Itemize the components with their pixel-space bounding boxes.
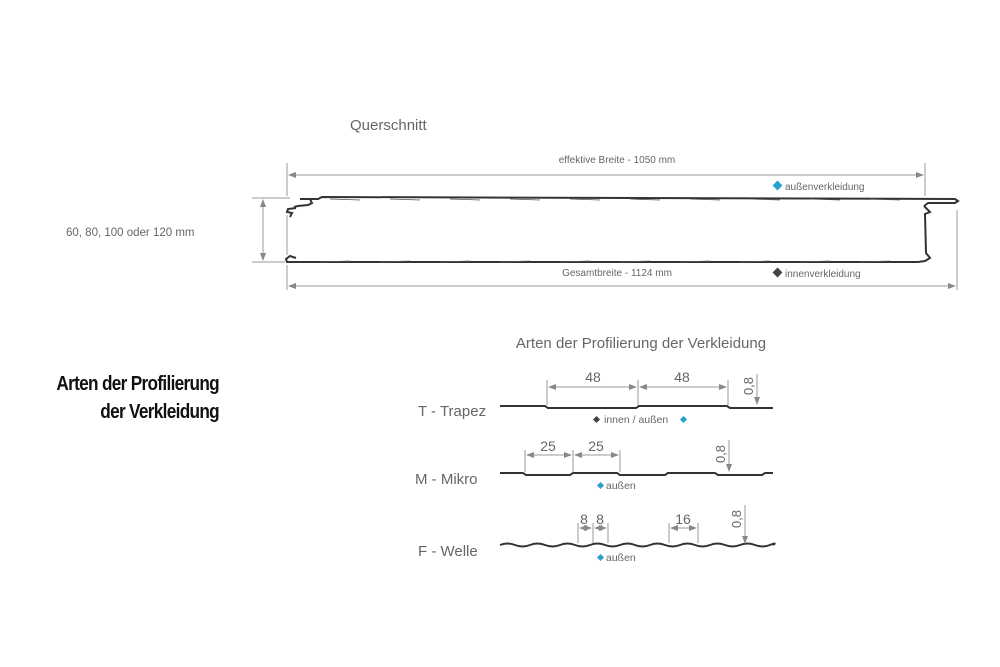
- welle-dim-1: 8: [580, 511, 588, 527]
- outer-marker-icon: [679, 415, 688, 424]
- outer-cladding-label: außenverkleidung: [785, 182, 865, 193]
- trapez-label: T - Trapez: [418, 403, 486, 420]
- welle-dim-3: 16: [675, 511, 691, 527]
- trapez-depth: 0,8: [741, 377, 756, 395]
- welle-side: außen: [606, 552, 636, 564]
- trapez-side: innen / außen: [604, 414, 668, 426]
- profiles-title: Arten der Profilierung der Verkleidung: [516, 335, 766, 352]
- welle-profile: [499, 542, 776, 548]
- mikro-label: M - Mikro: [415, 471, 478, 488]
- mikro-profile: [500, 472, 773, 476]
- mikro-dim-2: 25: [588, 438, 604, 454]
- cross-section-title: Querschnitt: [350, 117, 428, 134]
- welle-dim-2: 8: [596, 511, 604, 527]
- welle-depth: 0,8: [729, 510, 744, 528]
- trapez-dim-2: 48: [674, 369, 690, 385]
- inner-marker-icon: [772, 267, 783, 278]
- outer-marker-icon: [596, 481, 605, 490]
- welle-label: F - Welle: [418, 543, 478, 560]
- panel-outline: [284, 195, 960, 263]
- trapez-dim-1: 48: [585, 369, 601, 385]
- outer-marker-icon: [596, 553, 605, 562]
- effective-width-label: effektive Breite - 1050 mm: [559, 155, 676, 166]
- inner-marker-icon: [592, 415, 601, 424]
- mikro-dim-1: 25: [540, 438, 556, 454]
- panel-ribs: [319, 198, 901, 263]
- outer-marker-icon: [772, 180, 783, 191]
- side-heading-line-1: Arten der Profilierung: [56, 373, 219, 395]
- trapez-profile: [500, 405, 773, 409]
- inner-cladding-label: innenverkleidung: [785, 269, 861, 280]
- total-width-label: Gesamtbreite - 1124 mm: [562, 268, 672, 279]
- thickness-label: 60, 80, 100 oder 120 mm: [66, 227, 195, 239]
- side-heading-line-2: der Verkleidung: [100, 401, 219, 423]
- mikro-side: außen: [606, 480, 636, 492]
- mikro-depth: 0,8: [713, 445, 728, 463]
